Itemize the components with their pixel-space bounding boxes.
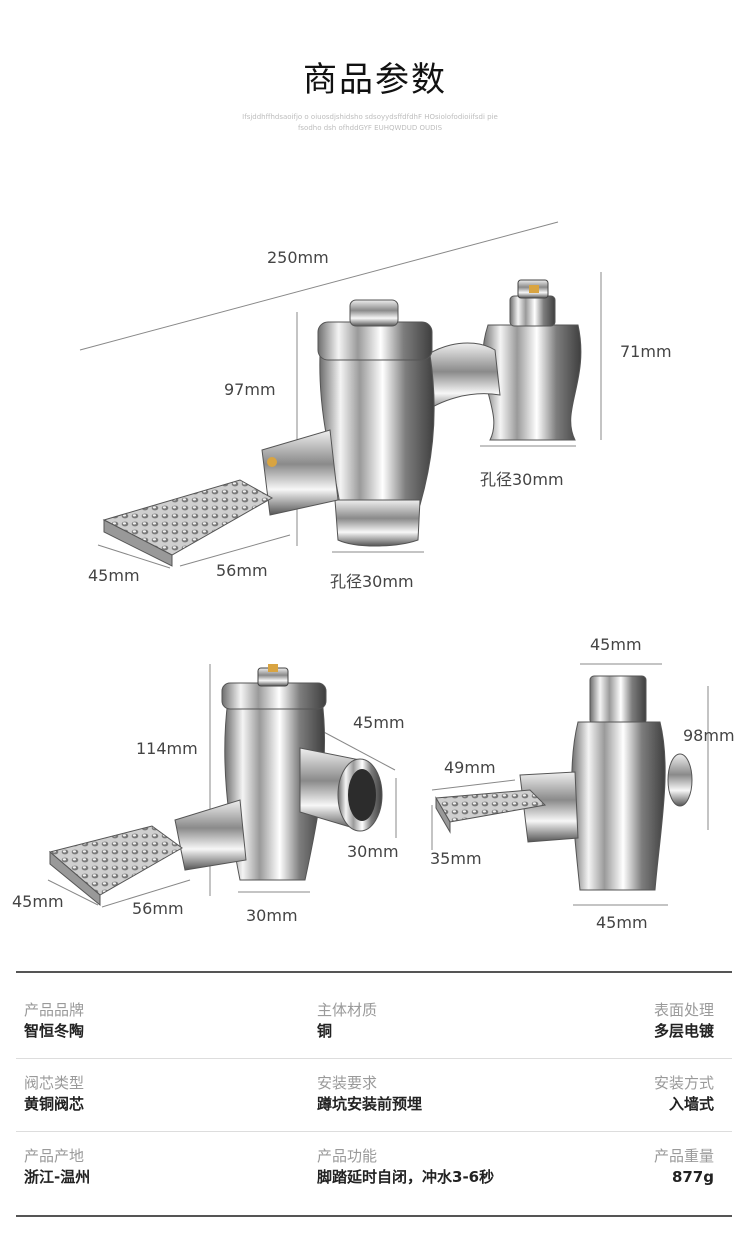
spec-row-divider <box>16 1058 732 1059</box>
dim-label-35: 35mm <box>430 849 482 868</box>
page-title: 商品参数 <box>303 60 447 100</box>
dim-line-45c <box>47 879 99 906</box>
dim-line-45b <box>319 729 396 771</box>
spec-table-top-border <box>16 971 732 973</box>
spec-value: 蹲坑安装前预埋 <box>317 1095 423 1113</box>
dim-line-250 <box>79 221 559 351</box>
dim-label-114: 114mm <box>136 739 198 758</box>
dim-label-45c: 45mm <box>12 892 64 911</box>
dim-label-30a: 30mm <box>347 842 399 861</box>
product-illustration <box>47 221 709 908</box>
dim-label-45b: 45mm <box>353 713 405 732</box>
dim-label-250: 250mm <box>267 248 329 267</box>
spec-label: 表面处理 <box>653 1001 714 1019</box>
spec-label: 安装方式 <box>653 1074 714 1092</box>
dim-label-71: 71mm <box>620 342 672 361</box>
spec-value: 黄铜阀芯 <box>24 1095 85 1113</box>
spec-value: 浙江-温州 <box>24 1168 91 1186</box>
dim-label-49: 49mm <box>444 758 496 777</box>
main-valve-drawing <box>79 221 602 569</box>
spec-value: 877g <box>671 1168 714 1186</box>
dim-label-56b: 56mm <box>132 899 184 918</box>
spec-brand: 产品品牌 智恒冬陶 <box>24 1000 84 1042</box>
dim-label-30b: 30mm <box>246 906 298 925</box>
dim-label-56a: 56mm <box>216 561 268 580</box>
spec-label: 安装要求 <box>317 1074 378 1092</box>
spec-material: 主体材质 铜 <box>317 1000 377 1042</box>
spec-value: 智恒冬陶 <box>24 1022 85 1040</box>
side-valve-drawing <box>47 664 397 908</box>
spec-value: 脚踏延时自闭，冲水3-6秒 <box>317 1168 495 1186</box>
dim-label-45bottom: 45mm <box>596 913 648 932</box>
dim-line-56b <box>101 879 191 908</box>
dim-label-97: 97mm <box>224 380 276 399</box>
spec-label: 产品功能 <box>317 1147 378 1165</box>
spec-function: 产品功能 脚踏延时自闭，冲水3-6秒 <box>317 1146 494 1188</box>
dim-label-hole-b: 孔径30mm <box>480 470 564 489</box>
dim-line-45a <box>97 544 171 569</box>
dim-line-56a <box>179 534 291 567</box>
spec-value: 铜 <box>317 1022 333 1040</box>
dim-label-hole-a: 孔径30mm <box>330 572 414 591</box>
dim-label-98: 98mm <box>683 726 735 745</box>
spec-label: 产品品牌 <box>24 1001 85 1019</box>
spec-surface: 表面处理 多层电镀 <box>654 1000 714 1042</box>
spec-weight: 产品重量 877g <box>654 1146 714 1188</box>
dim-label-45top: 45mm <box>590 635 642 654</box>
page-subtitle: Ifsjddhffhdsaoifjo o oiuosdjshidsho sdso… <box>242 113 498 132</box>
front-valve-drawing <box>431 663 709 906</box>
spec-install-req: 安装要求 蹲坑安装前预埋 <box>317 1073 422 1115</box>
spec-table-bottom-border <box>16 1215 732 1217</box>
spec-label: 产品产地 <box>24 1147 85 1165</box>
spec-origin: 产品产地 浙江-温州 <box>24 1146 90 1188</box>
dim-line-49 <box>431 779 516 791</box>
spec-label: 产品重量 <box>653 1147 714 1165</box>
spec-value: 入墙式 <box>668 1095 714 1113</box>
spec-cartridge: 阀芯类型 黄铜阀芯 <box>24 1073 84 1115</box>
dim-label-45a: 45mm <box>88 566 140 585</box>
spec-label: 主体材质 <box>317 1001 378 1019</box>
spec-value: 多层电镀 <box>653 1022 714 1040</box>
spec-row-divider <box>16 1131 732 1132</box>
spec-install-method: 安装方式 入墙式 <box>654 1073 714 1115</box>
spec-label: 阀芯类型 <box>24 1074 85 1092</box>
